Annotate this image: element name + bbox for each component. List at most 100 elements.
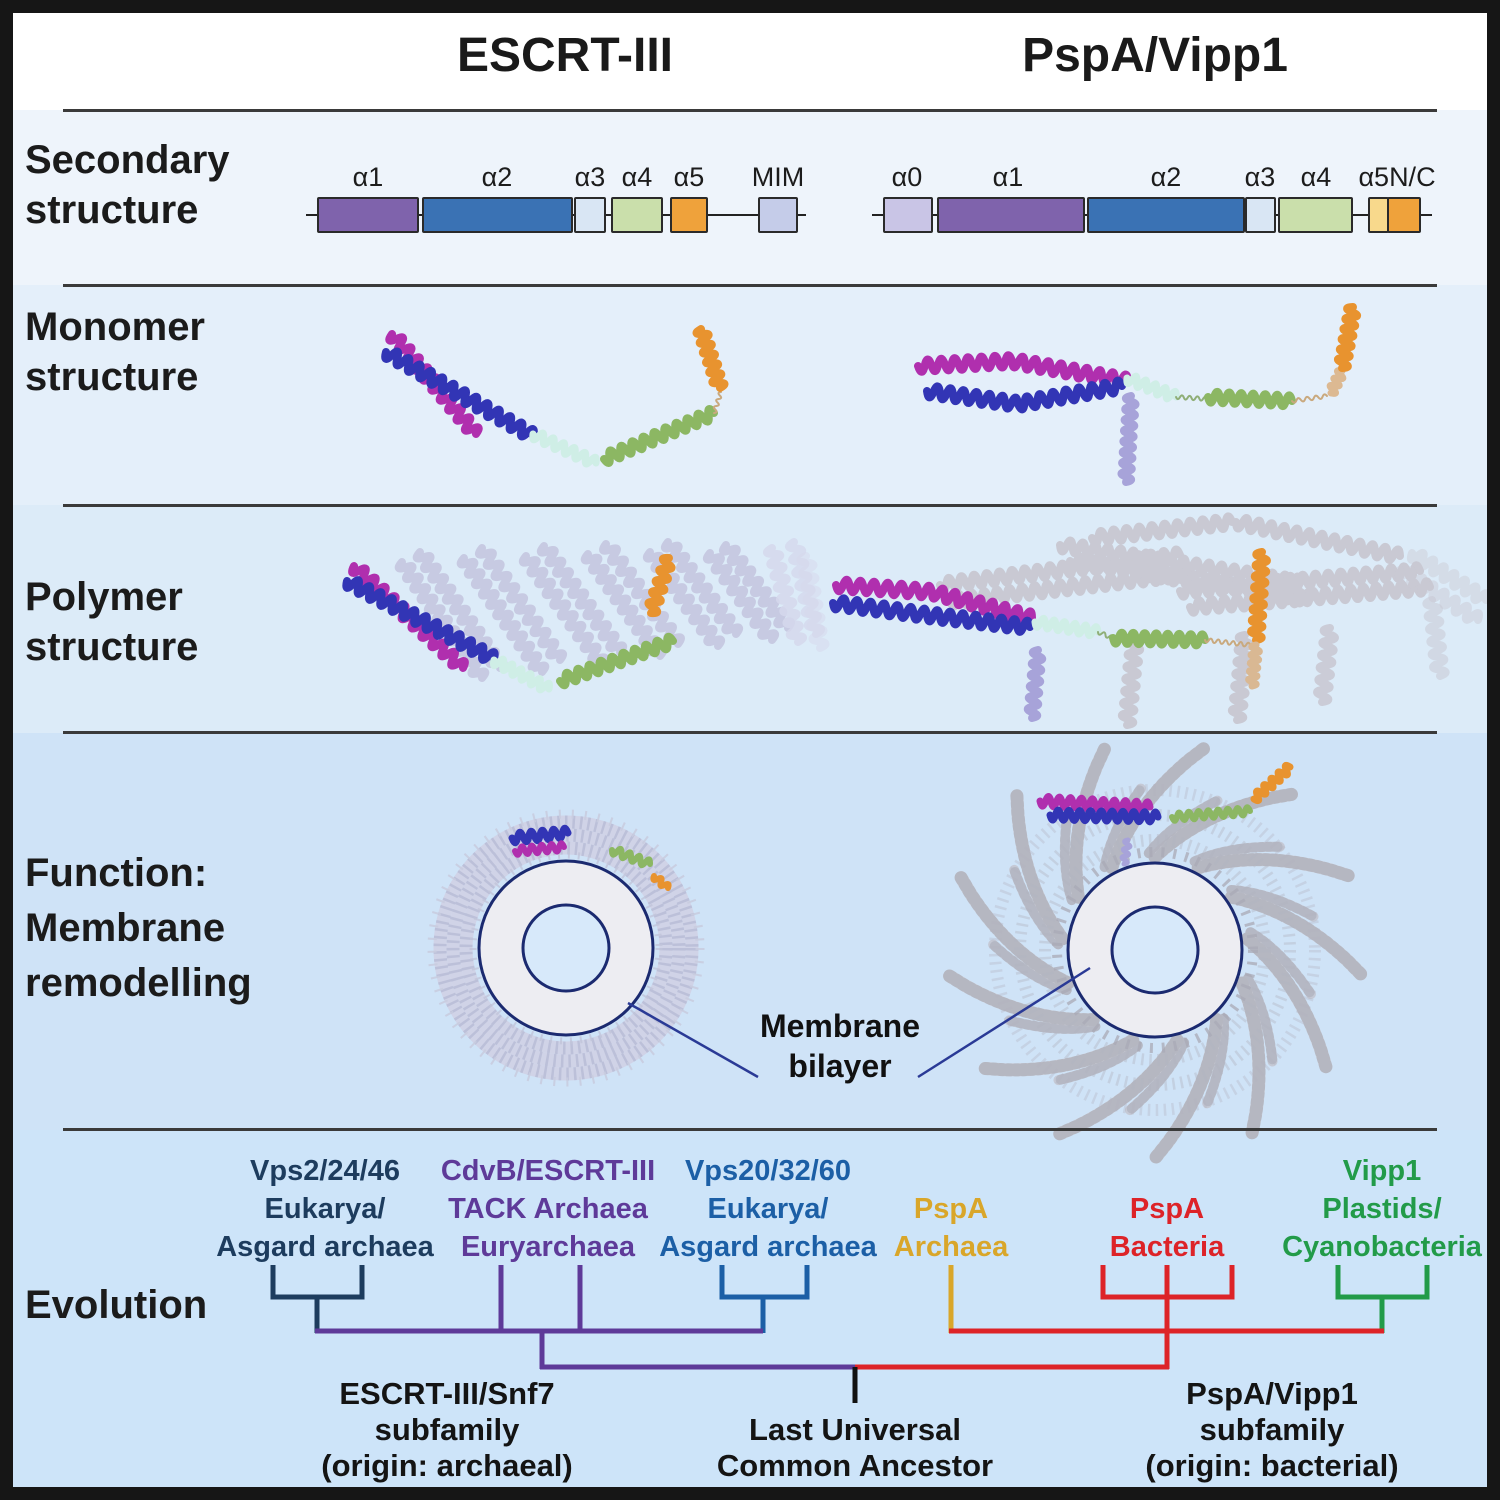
clade-line: PspA: [1129, 1193, 1205, 1225]
ribbon-helix: [1250, 761, 1294, 805]
pinwheel-arm: [1099, 783, 1146, 873]
pinwheel-arm: [1099, 783, 1146, 873]
pinwheel-arm: [1004, 1015, 1101, 1034]
clade-line: TACK Archaea: [448, 1193, 648, 1225]
row-label-monomer: Monomer structure: [25, 302, 205, 402]
tree-branch-cdvb: [315, 1265, 857, 1370]
pspa-domain-label-a1: α1: [992, 162, 1024, 192]
row-label-line: structure: [25, 355, 199, 399]
pspa-domain-a3: [1245, 197, 1276, 233]
pinwheel-arm: [1242, 973, 1278, 1067]
pspa-domain-a2: [1087, 197, 1245, 233]
ribbon-helix: [1186, 577, 1434, 617]
pinwheel-arm: [978, 1033, 1140, 1077]
pinwheel-arm: [1009, 864, 1064, 950]
escrt-domain-label-a1: α1: [352, 162, 384, 192]
ribbon-helix: [489, 655, 554, 694]
divider-3: [63, 504, 1437, 507]
pinwheel-arm: [1235, 976, 1266, 1140]
pinwheel-arm: [1004, 1015, 1101, 1034]
pinwheel-arm: [1242, 973, 1278, 1067]
divider-5: [63, 1128, 1437, 1131]
ribbon-helix: [1031, 614, 1102, 640]
ribbon-helix: [712, 391, 723, 414]
pinwheel-arm: [1191, 853, 1355, 883]
ribbon-helix: [650, 873, 672, 891]
row-label-line: Monomer: [25, 305, 205, 349]
ribbon-helix: [1232, 514, 1404, 564]
pinwheel-arm: [1143, 795, 1223, 859]
pinwheel-arm: [1125, 1037, 1190, 1116]
divider-2: [63, 284, 1437, 287]
row-label-line: Secondary: [25, 138, 230, 182]
clade-label-vipp1: Vipp1 Plastids/ Cyanobacteria: [1282, 1152, 1482, 1266]
pinwheel-arm: [1059, 808, 1077, 906]
ribbon-helix: [1123, 372, 1180, 403]
header-band: [0, 0, 1500, 110]
ribbon-helix: [518, 552, 610, 668]
row-label-secondary: Secondary structure: [25, 135, 230, 235]
ribbon-helix: [1014, 376, 1126, 414]
ribbon-helix: [381, 347, 538, 441]
clade-line: PspA: [913, 1193, 989, 1225]
ribbon-helix: [1245, 641, 1263, 690]
row-label-line: Function:: [25, 851, 208, 895]
pinwheel-arm: [1009, 864, 1064, 950]
row-label-polymer: Polymer structure: [25, 572, 198, 672]
row-label-function: Function: Membrane remodelling: [25, 846, 252, 1011]
pinwheel-arm: [1143, 795, 1223, 859]
pinwheel-arm: [954, 871, 1075, 990]
ribbon-helix: [1291, 393, 1328, 404]
subfamily-line: (origin: archaeal): [321, 1448, 573, 1483]
ribbon-helix: [644, 553, 676, 618]
pinwheel-arm: [1149, 1013, 1224, 1164]
pinwheel-arm: [1125, 1037, 1190, 1116]
ribbon-helix: [342, 576, 499, 664]
ribbon-helix: [1204, 637, 1251, 648]
subfamily-line: ESCRT-III/Snf7: [339, 1376, 555, 1411]
escrt-domain-label-a3: α3: [574, 162, 606, 192]
pspa-membrane-bilayer: [1066, 861, 1244, 1039]
ribbon-helix: [832, 575, 936, 602]
column-title-pspa: PspA/Vipp1: [1022, 29, 1288, 82]
evolution-band: [0, 1130, 1500, 1500]
subfamily-line: PspA/Vipp1: [1186, 1376, 1358, 1411]
ribbon-helix: [928, 584, 1036, 626]
ribbon-helix: [763, 544, 807, 646]
ribbon-helix: [914, 351, 1016, 376]
membrane-bilayer-line: Membrane: [759, 1008, 921, 1044]
tree-branch-vipp1: [1335, 1265, 1430, 1333]
ribbon-helix: [1394, 566, 1484, 624]
clade-line: Euryarchaea: [460, 1231, 636, 1263]
pspa-domain-label-a3: α3: [1244, 162, 1276, 192]
ribbon-helix: [1023, 646, 1047, 722]
ribbon-helix: [608, 845, 654, 869]
ribbon-helix: [1313, 624, 1339, 706]
subfamily-line: subfamily: [374, 1412, 520, 1447]
pinwheel-arm: [1202, 1013, 1230, 1109]
ribbon-helix: [1326, 367, 1347, 397]
clade-line: Eukarya/: [264, 1193, 386, 1225]
ribbon-helix: [1008, 352, 1132, 390]
clade-line: Vps2/24/46: [250, 1155, 400, 1187]
tree-branch-vps20: [719, 1265, 810, 1333]
pspa-domain-a5n: [1368, 197, 1389, 233]
ribbon-helix: [536, 542, 628, 656]
clade-label-pspa-archaea: PspA Archaea: [894, 1190, 1008, 1266]
pspa-domain-a1: [937, 197, 1085, 233]
clade-line: Plastids/: [1322, 1193, 1442, 1225]
clade-line: Archaea: [893, 1231, 1009, 1263]
membrane-bilayer-label: Membrane bilayer: [760, 1006, 920, 1086]
subfamily-line: subfamily: [1199, 1412, 1345, 1447]
ribbon-helix: [1422, 596, 1450, 680]
tree-branch-pspa-bacteria: [855, 1265, 1384, 1370]
escrt-domain-a3: [574, 197, 606, 233]
ribbon-helix: [512, 840, 567, 858]
clade-line: Asgard archaea: [216, 1231, 434, 1263]
pinwheel-arm: [1010, 789, 1070, 946]
clade-line: Bacteria: [1109, 1231, 1225, 1263]
escrt-domain-label-a5: α5: [673, 162, 705, 192]
ribbon-helix: [456, 554, 550, 676]
pinwheel-arm: [1069, 742, 1111, 904]
